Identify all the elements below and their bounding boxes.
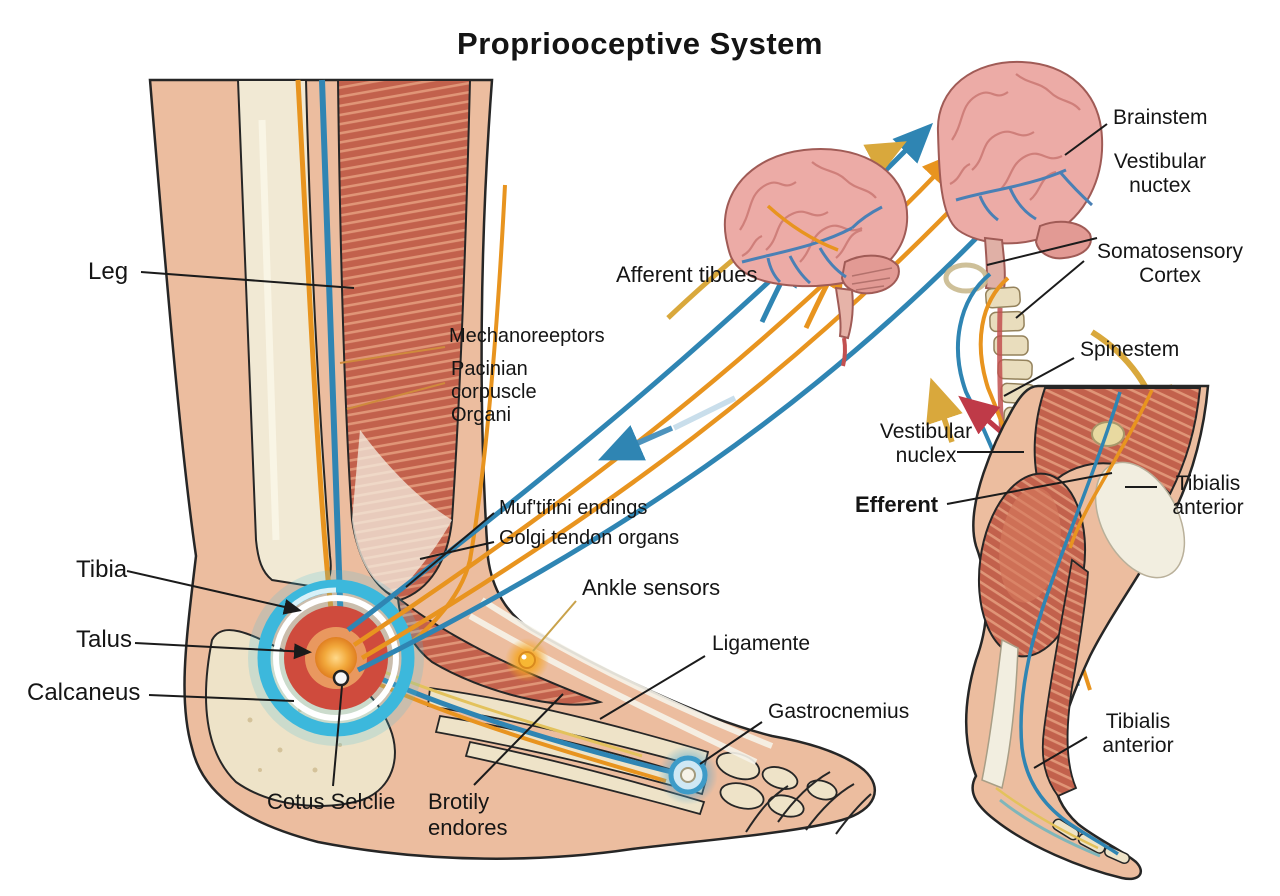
cerebellum [1034, 220, 1092, 260]
label-tibialis-anterior-lower: Tibialis anterior [1102, 710, 1174, 758]
label-somatosensory-cortex: Somatosensory Cortex [1097, 240, 1243, 288]
orange-leader-lines [339, 346, 577, 652]
patella-structure [1091, 421, 1125, 447]
midfoot-sensor [505, 638, 549, 682]
label-cotus-selclie: Cotus Selclie [267, 789, 396, 814]
label-calcaneus: Calcaneus [27, 679, 141, 706]
brain-vessels [955, 168, 1094, 222]
label-mechanoreeptors: Mechanoreeptors [449, 325, 605, 347]
achilles-tendon [981, 638, 1019, 790]
label-efferent: Efferent [855, 492, 939, 517]
label-gastrocnemius: Gastrocnemius [768, 700, 910, 723]
label-brotily-endores: Brotily endores [428, 789, 508, 840]
ankle-sensor-target [248, 570, 424, 746]
label-talus: Talus [76, 626, 133, 653]
right-brain-illustration [936, 60, 1104, 294]
middle-brain-illustration [723, 148, 909, 367]
leader-lines [126, 123, 1157, 787]
label-pacinian-corpuscle: Pacinian corpuscle Organi [451, 358, 537, 427]
label-muftifini-endings: Muf'tifini endings [499, 497, 648, 519]
label-afferent-tibues: Afferent tibues [616, 262, 758, 287]
forefoot-sensor [658, 745, 718, 805]
label-tibialis-anterior-upper: Tibialis anterior [1172, 472, 1244, 520]
label-tibia: Tibia [76, 556, 128, 583]
label-vestibular-nuclex: Vestibular nuclex [879, 420, 973, 468]
label-leg: Leg [88, 258, 129, 285]
label-ankle-sensors: Ankle sensors [582, 575, 721, 600]
sensor-point-marker [332, 669, 350, 687]
label-ligamente: Ligamente [712, 632, 811, 655]
label-brainstem: Brainstem [1113, 106, 1208, 129]
label-vestibular-nuctex: Vestibular nuctex [1113, 150, 1207, 198]
right-leg-illustration [965, 384, 1210, 881]
page-title: Propriooceptive System [457, 26, 823, 61]
efferent-descending-arrow [597, 395, 737, 461]
brainstem-stub [834, 286, 854, 340]
label-golgi-tendon-organs: Golgi tendon organs [499, 527, 680, 549]
brain-vessels [741, 205, 883, 285]
label-spinestem: Spinestem [1080, 338, 1180, 361]
